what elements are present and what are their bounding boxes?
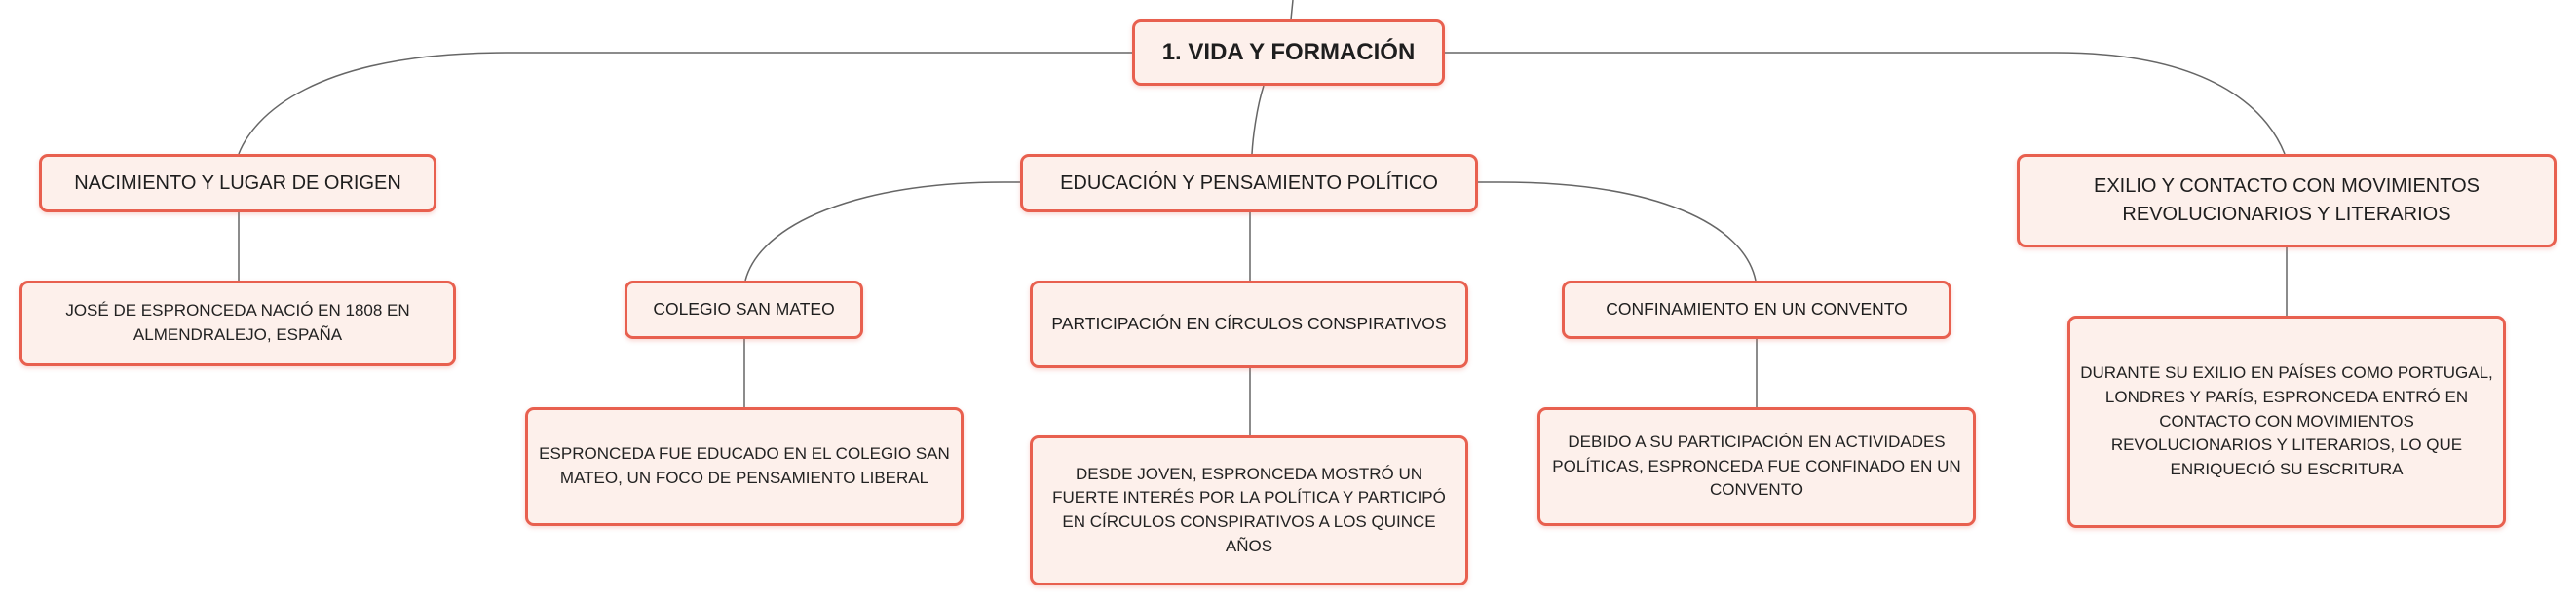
subtopic-node-circles[interactable]: PARTICIPACIÓN EN CÍRCULOS CONSPIRATIVOS (1030, 281, 1468, 368)
detail-node-convent[interactable]: DEBIDO A SU PARTICIPACIÓN EN ACTIVIDADES… (1537, 407, 1976, 526)
connector-parent-to-root (1290, 0, 1294, 20)
detail-node-origin[interactable]: JOSÉ DE ESPRONCEDA NACIÓ EN 1808 EN ALME… (19, 281, 456, 366)
connector-education-to-convent (1478, 181, 1757, 282)
connector-education-to-college (744, 181, 1020, 282)
topic-node-education[interactable]: EDUCACIÓN Y PENSAMIENTO POLÍTICO (1020, 154, 1478, 212)
detail-text-circles: DESDE JOVEN, ESPRONCEDA MOSTRÓ UN FUERTE… (1052, 464, 1446, 555)
topic-node-exile[interactable]: EXILIO Y CONTACTO CON MOVIMIENTOS REVOLU… (2017, 154, 2557, 247)
root-topic-node[interactable]: 1. VIDA Y FORMACIÓN (1132, 19, 1445, 86)
subtopic-label-circles: PARTICIPACIÓN EN CÍRCULOS CONSPIRATIVOS (1051, 314, 1447, 334)
topic-label-origin: NACIMIENTO Y LUGAR DE ORIGEN (74, 171, 401, 194)
subtopic-label-college: COLEGIO SAN MATEO (653, 299, 835, 320)
connector-root-to-exile (1445, 52, 2286, 155)
detail-text-origin: JOSÉ DE ESPRONCEDA NACIÓ EN 1808 EN ALME… (65, 301, 410, 344)
subtopic-node-convent[interactable]: CONFINAMIENTO EN UN CONVENTO (1562, 281, 1951, 339)
topic-label-exile: EXILIO Y CONTACTO CON MOVIMIENTOS REVOLU… (2094, 175, 2480, 225)
detail-text-college: ESPRONCEDA FUE EDUCADO EN EL COLEGIO SAN… (539, 444, 950, 487)
subtopic-node-college[interactable]: COLEGIO SAN MATEO (625, 281, 863, 339)
detail-text-convent: DEBIDO A SU PARTICIPACIÓN EN ACTIVIDADES… (1552, 433, 1961, 500)
connector-root-to-origin (238, 52, 1132, 155)
detail-node-circles[interactable]: DESDE JOVEN, ESPRONCEDA MOSTRÓ UN FUERTE… (1030, 435, 1468, 585)
detail-text-exile: DURANTE SU EXILIO EN PAÍSES COMO PORTUGA… (2080, 363, 2493, 478)
detail-node-college[interactable]: ESPRONCEDA FUE EDUCADO EN EL COLEGIO SAN… (525, 407, 964, 526)
connector-root-to-education (1251, 85, 1265, 155)
topic-node-origin[interactable]: NACIMIENTO Y LUGAR DE ORIGEN (39, 154, 436, 212)
detail-node-exile[interactable]: DURANTE SU EXILIO EN PAÍSES COMO PORTUGA… (2067, 316, 2506, 528)
root-topic-label: 1. VIDA Y FORMACIÓN (1161, 38, 1416, 65)
subtopic-label-convent: CONFINAMIENTO EN UN CONVENTO (1606, 299, 1908, 320)
topic-label-education: EDUCACIÓN Y PENSAMIENTO POLÍTICO (1060, 171, 1438, 194)
